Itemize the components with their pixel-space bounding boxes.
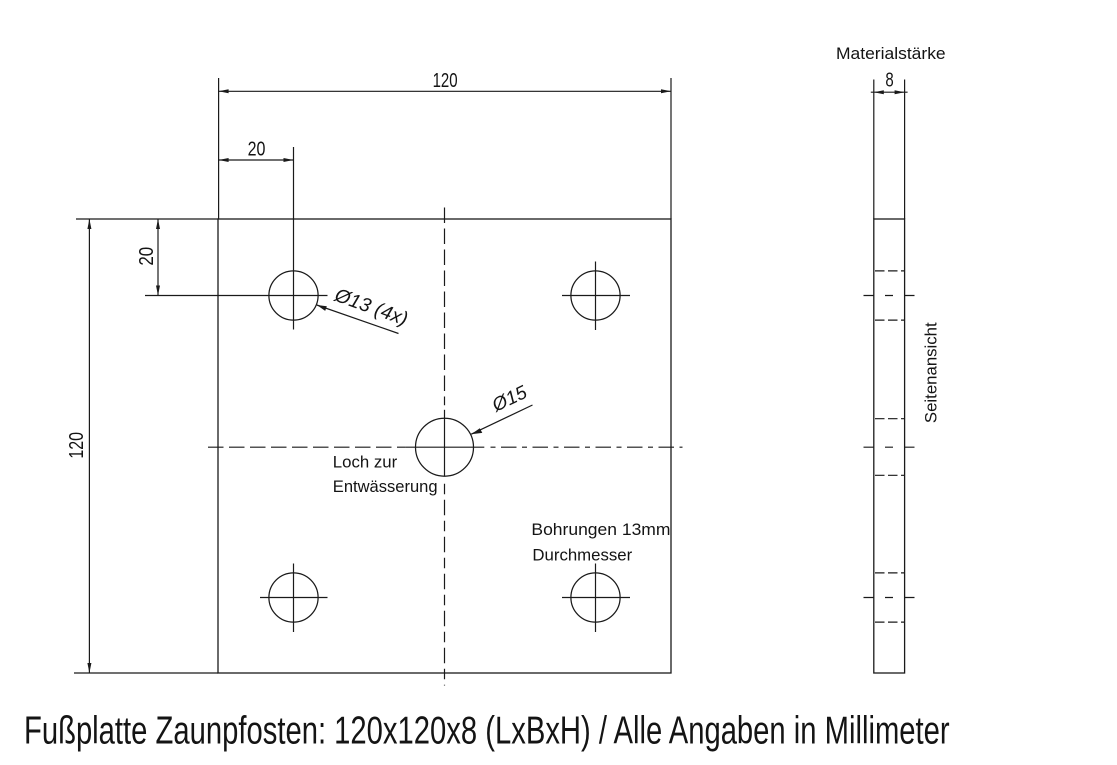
svg-text:Fußplatte Zaunpfosten: 120x120: Fußplatte Zaunpfosten: 120x120x8 (LxBxH)… [24,710,950,753]
svg-text:20: 20 [135,247,158,266]
svg-text:Bohrungen 13mm: Bohrungen 13mm [531,519,670,539]
svg-text:Durchmesser: Durchmesser [532,545,632,564]
svg-text:Seitenansicht: Seitenansicht [921,322,940,423]
svg-text:8: 8 [885,68,893,91]
svg-text:120: 120 [66,432,88,459]
svg-text:Ø15: Ø15 [488,382,531,417]
svg-text:Materialstärke: Materialstärke [836,43,946,63]
svg-text:Entwässerung: Entwässerung [333,477,438,496]
svg-text:Loch zur: Loch zur [333,453,398,472]
svg-text:120: 120 [433,69,458,92]
svg-text:20: 20 [248,138,266,160]
